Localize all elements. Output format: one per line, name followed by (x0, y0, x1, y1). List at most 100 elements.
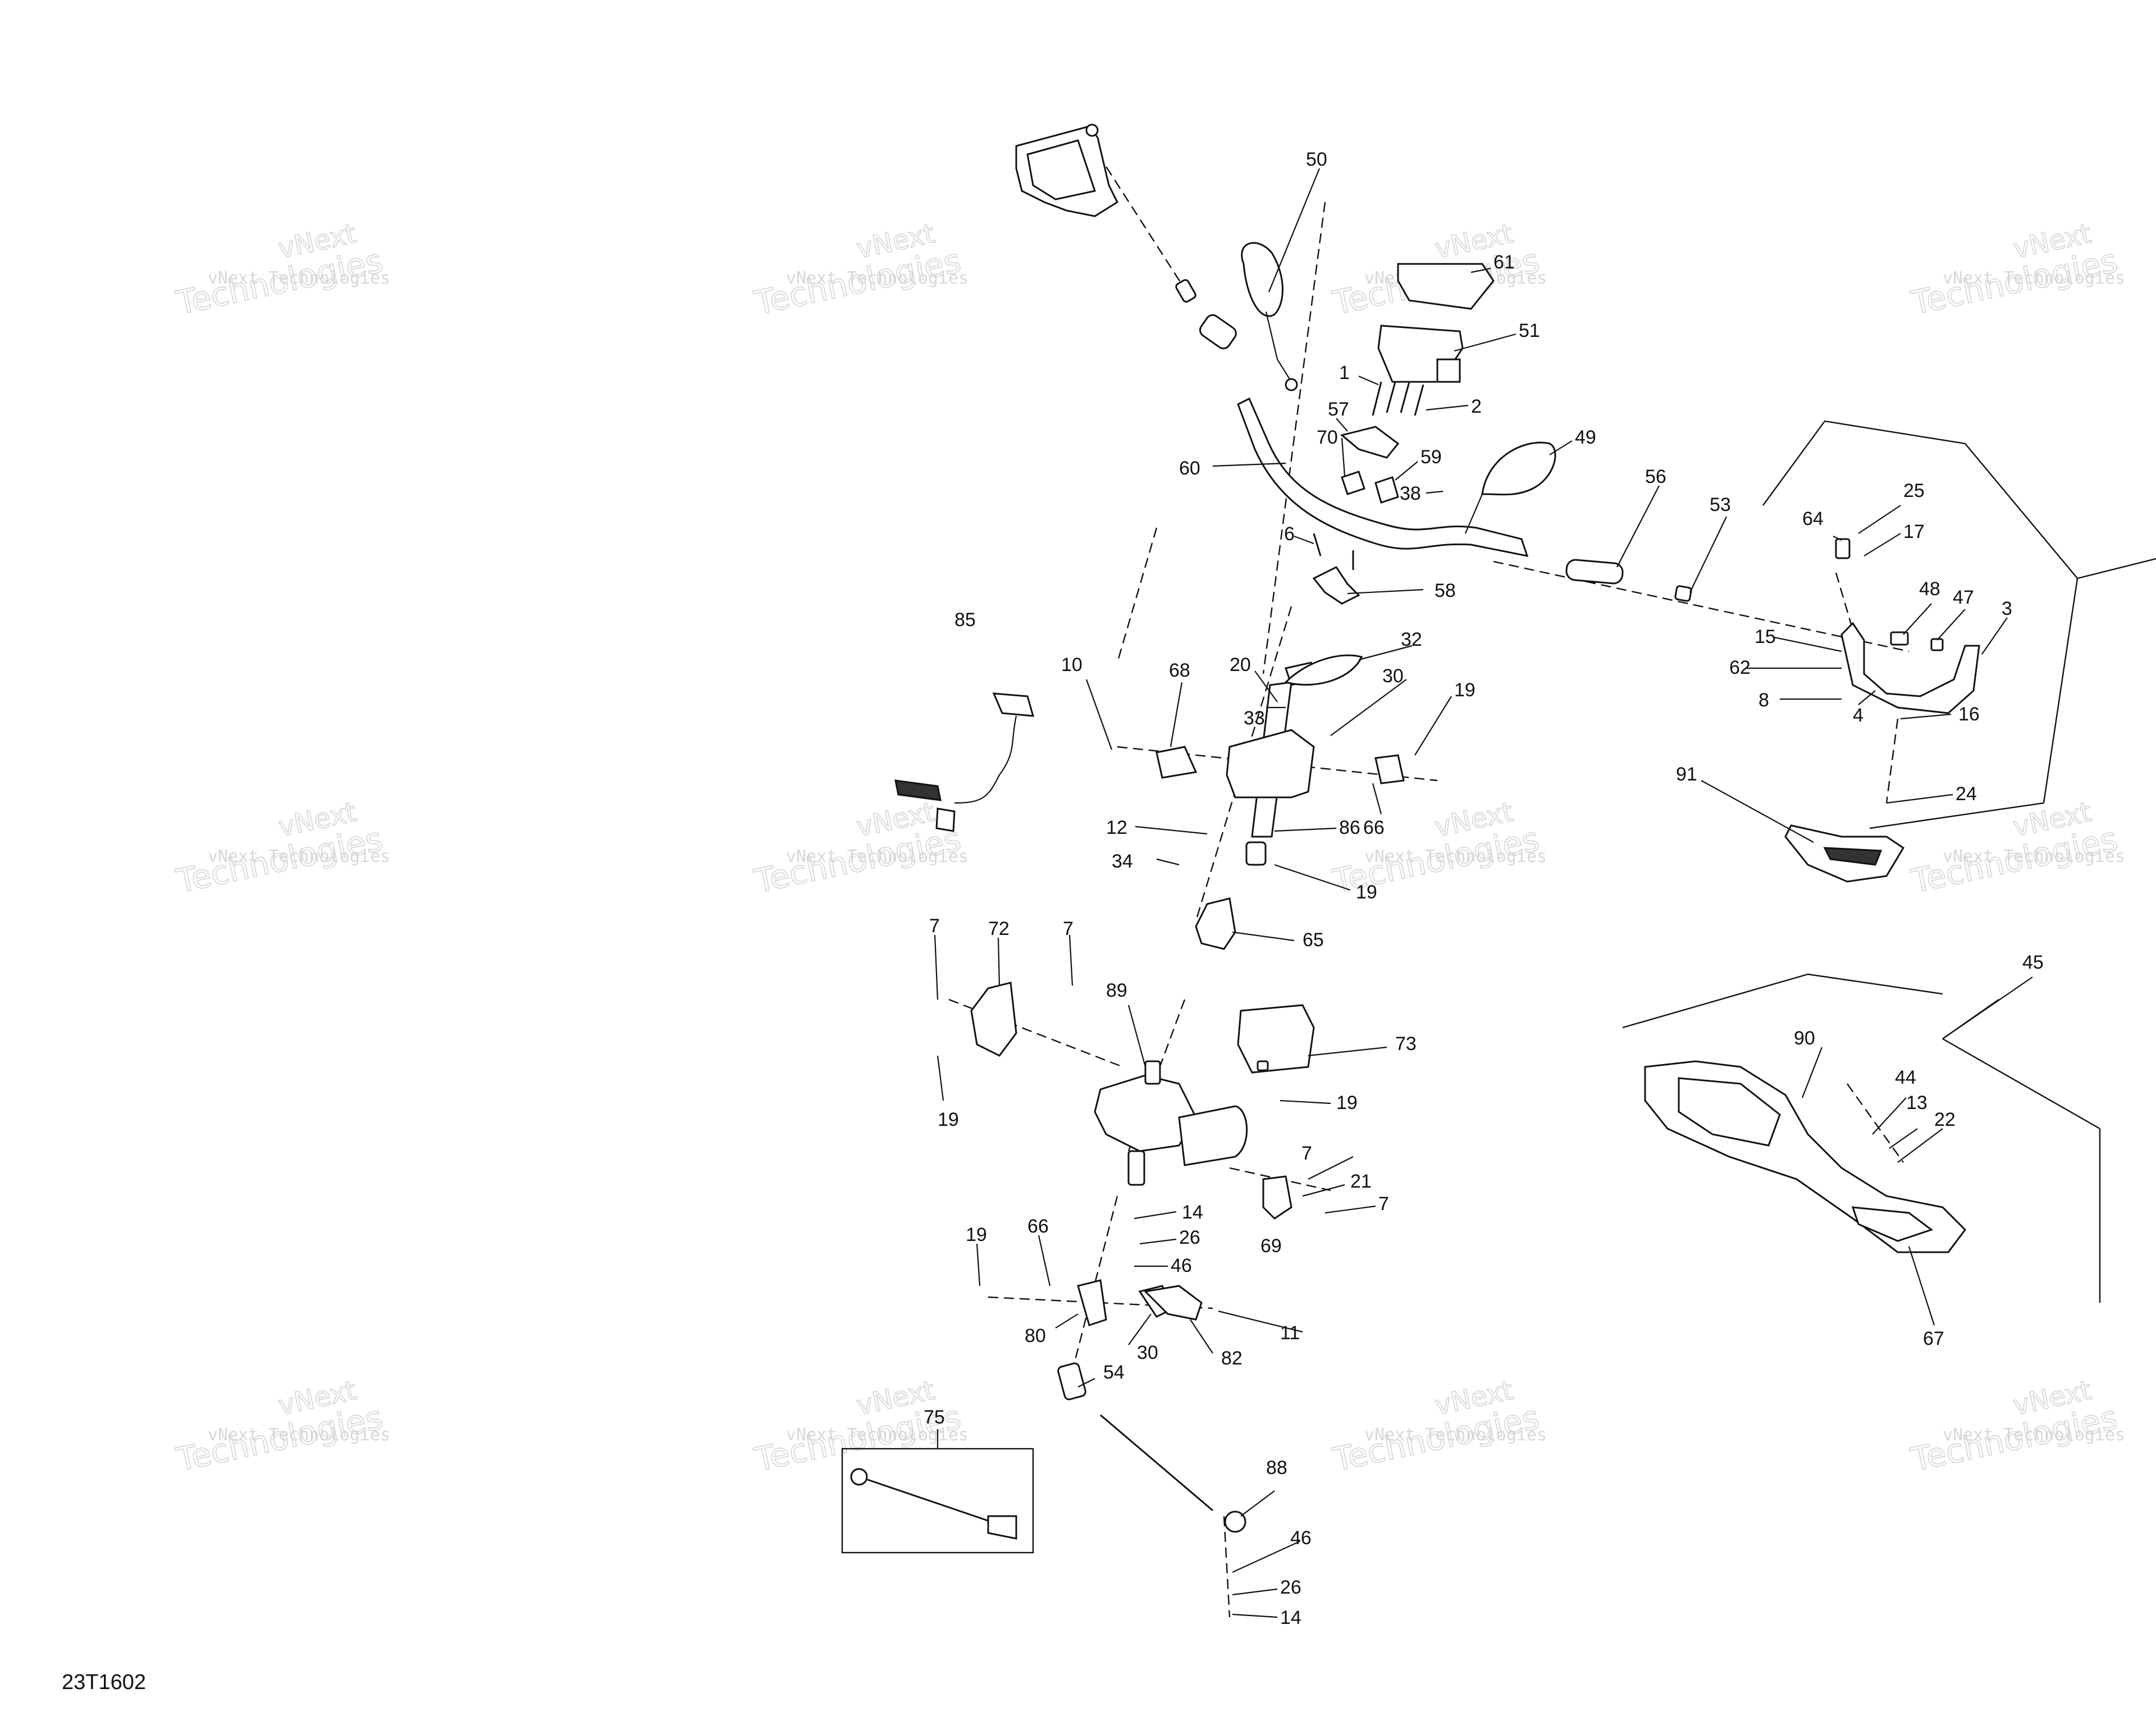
svg-text:vNext Technologies: vNext Technologies (1943, 1425, 2125, 1445)
callout-64: 64 (1802, 508, 1824, 530)
callout-7: 7 (929, 915, 940, 937)
callout-59: 59 (1420, 446, 1442, 468)
callout-14: 14 (1182, 1202, 1203, 1223)
callout-44: 44 (1895, 1067, 1916, 1088)
hand-guard-upper (1015, 124, 1118, 217)
brake-lever-right (1835, 538, 1980, 714)
strap-32 (1284, 654, 1363, 686)
callout-49: 49 (1575, 427, 1596, 448)
callout-30: 30 (1137, 1342, 1158, 1363)
bracket-66-upper (1374, 754, 1405, 784)
svg-text:vNext Technologies: vNext Technologies (208, 847, 390, 866)
watermark: vNext Technologies vNext Technologies (172, 217, 390, 323)
callout-33: 33 (1244, 708, 1265, 729)
wiring-harness-85 (894, 692, 1035, 832)
callout-85: 85 (954, 609, 976, 631)
callout-66: 66 (1363, 817, 1385, 838)
callout-50: 50 (1306, 149, 1327, 170)
callout-19: 19 (1454, 679, 1476, 701)
callout-65: 65 (1303, 929, 1324, 951)
callout-17: 17 (1903, 521, 1925, 542)
callout-13: 13 (1906, 1092, 1927, 1114)
callout-82: 82 (1221, 1348, 1243, 1369)
callout-14: 14 (1280, 1607, 1301, 1628)
callout-69: 69 (1260, 1235, 1282, 1257)
hand-guard-assembly-45 (1622, 973, 2101, 1303)
callout-88: 88 (1266, 1457, 1287, 1478)
svg-text:vNext Technologies: vNext Technologies (1364, 847, 1547, 866)
steering-column (1226, 661, 1315, 866)
cover-51 (1377, 325, 1464, 383)
callout-61: 61 (1493, 252, 1515, 273)
callout-45: 45 (2022, 952, 2044, 973)
callout-8: 8 (1758, 690, 1769, 711)
callout-labels: 50 61 51 1 2 57 70 59 38 49 60 56 53 6 5… (62, 149, 2044, 1694)
callout-30: 30 (1382, 665, 1404, 687)
callout-54: 54 (1103, 1362, 1125, 1383)
callout-21: 21 (1350, 1171, 1372, 1192)
callout-46: 46 (1290, 1527, 1312, 1549)
diagram-code: 23T1602 (62, 1671, 146, 1694)
callout-19: 19 (966, 1224, 987, 1245)
mirror-left (1241, 242, 1298, 391)
callout-1: 1 (1339, 362, 1350, 384)
svg-text:vNext Technologies: vNext Technologies (1943, 268, 2125, 288)
callout-19: 19 (1356, 882, 1377, 903)
callout-7: 7 (1378, 1193, 1389, 1215)
callout-6: 6 (1284, 523, 1295, 545)
callout-75: 75 (924, 1407, 945, 1428)
callout-60: 60 (1179, 458, 1200, 479)
tie-rod-inner (1057, 1362, 1246, 1533)
boot-65 (1195, 897, 1236, 950)
riser-clamp (1312, 533, 1360, 605)
grip-right (1565, 559, 1692, 602)
callout-32: 32 (1401, 629, 1422, 650)
callout-11: 11 (1280, 1322, 1300, 1344)
tie-rod-inset-75 (841, 1448, 1034, 1554)
svg-text:vNext Technologies: vNext Technologies (208, 1425, 390, 1445)
handlebar (1237, 397, 1529, 557)
callout-51: 51 (1519, 320, 1540, 341)
callout-62: 62 (1729, 657, 1751, 678)
svg-text:vNext Technologies: vNext Technologies (208, 268, 390, 288)
callout-66: 66 (1027, 1216, 1049, 1237)
callout-4: 4 (1853, 705, 1863, 726)
callout-68: 68 (1169, 660, 1190, 681)
callout-7: 7 (1301, 1143, 1312, 1164)
watermark: vNext Technologies vNext Technologies (751, 796, 969, 901)
callout-48: 48 (1919, 578, 1940, 600)
watermark: vNext Technologies vNext Technologies (172, 1374, 390, 1480)
callout-3: 3 (2002, 598, 2012, 619)
watermark: vNext Technologies vNext Technologies (172, 796, 390, 901)
callout-70: 70 (1317, 427, 1338, 448)
callout-80: 80 (1025, 1325, 1046, 1347)
electronic-power-steering-89 (1094, 1060, 1248, 1186)
callout-47: 47 (1953, 587, 1974, 608)
callout-15: 15 (1755, 626, 1776, 647)
callout-58: 58 (1435, 580, 1456, 601)
callout-57: 57 (1328, 399, 1349, 420)
callout-10: 10 (1061, 654, 1082, 676)
module-73 (1237, 1004, 1315, 1074)
callout-26: 26 (1179, 1227, 1200, 1248)
callout-19: 19 (938, 1109, 959, 1130)
mirror-right (1464, 441, 1556, 534)
callout-19: 19 (1336, 1092, 1358, 1114)
callout-72: 72 (988, 918, 1010, 939)
watermark: vNext Technologies vNext Technologies (1907, 1374, 2125, 1480)
bracket-72 (970, 982, 1017, 1057)
watermark: vNext Technologies vNext Technologies (1907, 796, 2125, 901)
leader-lines (934, 168, 2033, 1618)
callout-2: 2 (1471, 396, 1482, 417)
watermark: vNext Technologies vNext Technologies (751, 217, 969, 323)
callout-90: 90 (1794, 1028, 1815, 1049)
bracket-68 (1155, 746, 1198, 779)
callout-86: 86 (1339, 817, 1360, 838)
svg-text:vNext Technologies: vNext Technologies (786, 268, 969, 288)
callout-67: 67 (1923, 1328, 1944, 1349)
cover-61 (1397, 263, 1495, 310)
watermark: vNext Technologies vNext Technologies (1907, 217, 2125, 323)
callout-53: 53 (1710, 494, 1731, 515)
